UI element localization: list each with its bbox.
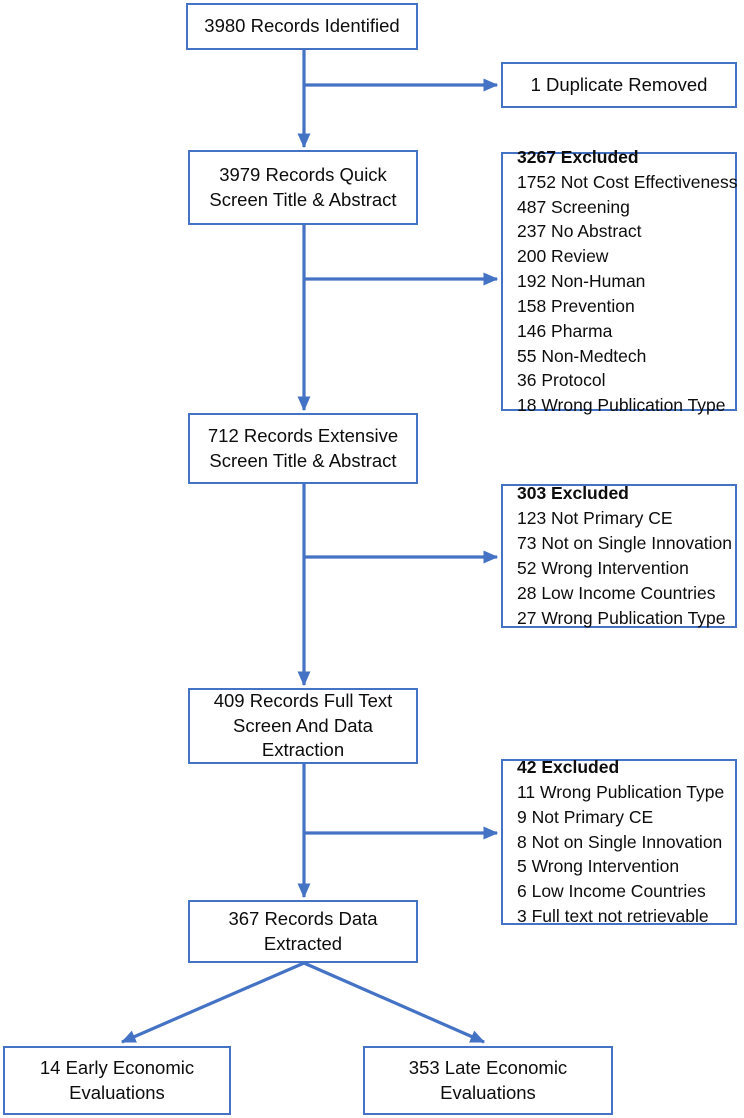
exclusion-reason-item: 11 Wrong Publication Type <box>517 781 725 802</box>
exclusion-box-title: 3267 Excluded <box>517 146 639 167</box>
exclusion-reason-item: 1752 Not Cost Effectiveness <box>517 171 738 192</box>
exclusion-reason-item: 73 Not on Single Innovation <box>517 533 733 554</box>
node-extensive-screen[interactable]: 712 Records Extensive Screen Title & Abs… <box>188 413 418 484</box>
exclusion-box-title: 42 Excluded <box>517 757 620 778</box>
exclusion-reason-item: 8 Not on Single Innovation <box>517 831 723 852</box>
exclusion-box-quick-screen[interactable]: 3267 Excluded 1752 Not Cost Effectivenes… <box>501 147 738 415</box>
node-early-economic-evaluations-label: 14 Early Economic Evaluations <box>39 1056 195 1103</box>
node-full-text-screen[interactable]: 409 Records Full Text Screen And Data Ex… <box>188 688 418 764</box>
node-late-economic-evaluations[interactable]: 353 Late Economic Evaluations <box>363 1046 613 1115</box>
exclusion-reason-item: 55 Non-Medtech <box>517 345 647 366</box>
exclusion-box-full-text[interactable]: 42 Excluded 11 Wrong Publication Type 9 N… <box>501 757 737 926</box>
exclusion-reason-item: 200 Review <box>517 246 609 267</box>
node-late-economic-evaluations-label: 353 Late Economic Evaluations <box>408 1056 568 1103</box>
exclusion-reason-item: 146 Pharma <box>517 320 613 341</box>
node-duplicate-removed-label: 1 Duplicate Removed <box>530 73 708 95</box>
edge-extracted-to-late <box>303 961 486 1044</box>
exclusion-reason-item: 36 Protocol <box>517 370 606 391</box>
exclusion-reason-list: 11 Wrong Publication Type 9 Not Primary C… <box>517 780 725 929</box>
exclusion-reason-item: 9 Not Primary CE <box>517 806 654 827</box>
node-quick-screen[interactable]: 3979 Records Quick Screen Title & Abstra… <box>188 150 418 225</box>
exclusion-reason-item: 237 No Abstract <box>517 221 642 242</box>
exclusion-reason-item: 52 Wrong Intervention <box>517 558 689 578</box>
exclusion-reason-item: 158 Prevention <box>517 295 635 316</box>
exclusion-reason-list: 123 Not Primary CE 73 Not on Single Innov… <box>517 506 733 630</box>
node-records-extracted[interactable]: 367 Records Data Extracted <box>188 900 418 963</box>
node-duplicate-removed[interactable]: 1 Duplicate Removed <box>501 62 737 108</box>
exclusion-reason-item: 6 Low Income Countries <box>517 881 706 902</box>
exclusion-box-title: 303 Excluded <box>517 483 629 504</box>
exclusion-reason-item: 123 Not Primary CE <box>517 508 673 529</box>
edge-extracted-to-early <box>120 961 305 1044</box>
exclusion-reason-item: 18 Wrong Publication Type <box>517 395 726 416</box>
node-quick-screen-label: 3979 Records Quick Screen Title & Abstra… <box>209 163 397 210</box>
node-early-economic-evaluations[interactable]: 14 Early Economic Evaluations <box>3 1046 231 1115</box>
node-records-identified[interactable]: 3980 Records Identified <box>186 3 418 50</box>
exclusion-reason-list: 1752 Not Cost Effectiveness 487 Screening… <box>517 170 738 418</box>
node-records-extracted-label: 367 Records Data Extracted <box>228 907 378 954</box>
exclusion-reason-item: 192 Non-Human <box>517 271 646 292</box>
exclusion-reason-item: 3 Full text not retrievable <box>517 906 709 927</box>
exclusion-reason-item: 5 Wrong Intervention <box>517 856 680 877</box>
node-records-identified-label: 3980 Records Identified <box>204 15 400 37</box>
exclusion-box-extensive-screen[interactable]: 303 Excluded 123 Not Primary CE 73 Not on… <box>501 483 737 630</box>
node-full-text-screen-label: 409 Records Full Text Screen And Data Ex… <box>213 690 393 761</box>
exclusion-reason-item: 27 Wrong Publication Type <box>517 607 726 628</box>
exclusion-reason-item: 487 Screening <box>517 196 630 217</box>
exclusion-reason-item: 28 Low Income Countries <box>517 582 716 603</box>
node-extensive-screen-label: 712 Records Extensive Screen Title & Abs… <box>207 424 399 471</box>
